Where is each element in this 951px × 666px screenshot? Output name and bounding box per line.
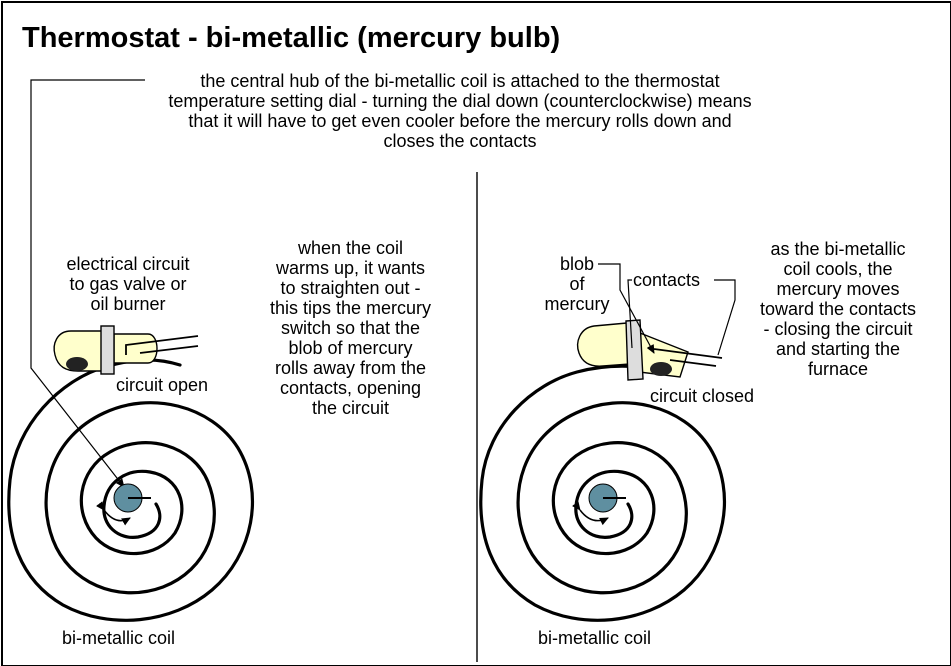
right-mercury-blob [650,362,672,376]
blob-of-mercury-label: blob of mercury [532,254,622,314]
intro-line: the central hub of the bi-metallic coil … [200,71,720,91]
circuit-closed-label: circuit closed [650,386,755,406]
label-line: electrical circuit [66,254,190,274]
right-bimetallic-coil [479,364,727,622]
right-coil-group [479,364,727,622]
explanation-line: furnace [807,359,869,379]
right-mercury-bulb [576,322,631,367]
explanation-line: - closing the circuit [763,319,913,339]
intro-leader-line [30,79,145,488]
right-contact-wire-lower [669,359,717,367]
left-explanation: when the coil warms up, it wants to stra… [248,238,453,418]
explanation-line: when the coil [297,238,404,258]
label-line: oil burner [90,294,166,314]
explanation-line: contacts, opening [279,378,422,398]
blob-leader-line [598,263,655,354]
intro-text: the central hub of the bi-metallic coil … [110,71,810,151]
right-explanation: as the bi-metallic coil cools, the mercu… [738,239,938,379]
left-dial-rotation-arrow [95,501,131,526]
left-mercury-blob [66,357,88,371]
explanation-line: toward the contacts [759,299,917,319]
explanation-line: coil cools, the [783,259,893,279]
circuit-label: electrical circuit to gas valve or oil b… [48,254,208,314]
left-clamp-band [100,325,115,375]
right-mercury-switch [576,319,723,381]
left-coil-label: bi-metallic coil [62,628,176,648]
contacts-leader-left [627,279,633,349]
left-mercury-switch [53,325,199,375]
right-coil-label: bi-metallic coil [538,628,652,648]
intro-line: closes the contacts [383,131,537,151]
explanation-line: switch so that the [280,318,421,338]
explanation-line: the circuit [311,398,390,418]
intro-line: that it will have to get even cooler bef… [188,111,732,131]
right-contact-wire-upper [653,348,723,359]
intro-line: temperature setting dial - turning the d… [168,91,752,111]
explanation-line: to straighten out - [280,278,421,298]
left-contact-wire-upper [125,335,199,355]
label-line: mercury [544,294,610,314]
right-clamp-band [625,319,644,381]
explanation-line: and starting the [775,339,901,359]
page-title: Thermostat - bi-metallic (mercury bulb) [22,22,561,54]
circuit-open-label: circuit open [116,375,209,395]
explanation-line: blob of mercury [288,338,413,358]
explanation-line: mercury moves [776,279,900,299]
left-contact-wire-lower [139,345,199,354]
left-bimetallic-coil [7,358,255,622]
contacts-leader-right [714,279,736,356]
left-bulb-neck [113,333,158,364]
contacts-label: contacts [633,270,701,290]
explanation-line: this tips the mercury [269,298,432,318]
label-line: to gas valve or [69,274,187,294]
right-dial-rotation-arrow [571,501,609,526]
explanation-line: rolls away from the [274,358,427,378]
explanation-line: as the bi-metallic [770,239,906,259]
label-line: of [569,274,585,294]
explanation-line: warms up, it wants [275,258,426,278]
left-coil-group [7,358,255,622]
label-line: blob [559,254,595,274]
